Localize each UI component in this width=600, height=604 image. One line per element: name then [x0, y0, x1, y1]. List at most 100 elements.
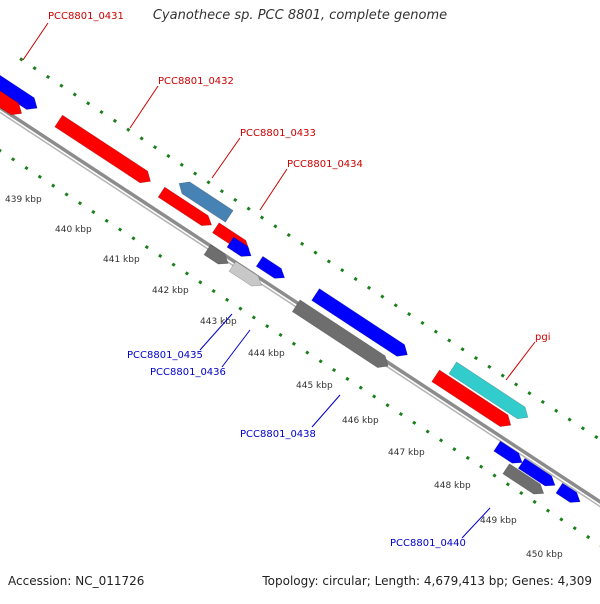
- gene-label: PCC8801_0440: [390, 538, 466, 549]
- inner-gc-track-dot: [118, 227, 123, 232]
- outer-gc-track-dot: [86, 101, 91, 106]
- scale-label: 447 kbp: [388, 448, 425, 458]
- scale-label: 449 kbp: [480, 516, 517, 526]
- gene-label: PCC8801_0435: [127, 350, 203, 361]
- gene-label: PCC8801_0432: [158, 76, 234, 87]
- gene-arrow: [517, 457, 556, 487]
- outer-gc-track-dot: [340, 268, 345, 273]
- inner-gc-track-dot: [545, 508, 551, 513]
- gene-arrow: [311, 288, 408, 357]
- outer-gc-track-dot: [594, 435, 599, 440]
- gene-arrow: [54, 114, 151, 184]
- inner-gc-track-dot: [412, 420, 417, 425]
- gene-arrow: [502, 463, 545, 495]
- inner-gc-track-dot: [238, 306, 243, 311]
- inner-gc-track-dot: [398, 411, 403, 417]
- outer-gc-track-dot: [300, 241, 305, 246]
- outer-gc-track-dot: [527, 391, 532, 396]
- inner-gc-track-dot: [0, 148, 2, 153]
- outer-gc-track-dot: [273, 224, 278, 229]
- inner-gc-track-dot: [479, 464, 484, 469]
- scale-label: 448 kbp: [434, 481, 471, 491]
- inner-gc-track-dot: [532, 499, 537, 504]
- outer-gc-track-dot: [393, 303, 398, 308]
- inner-gc-track-dot: [586, 534, 591, 540]
- inner-gc-track-dot: [51, 183, 56, 188]
- scale-label: 443 kbp: [200, 317, 237, 327]
- inner-gc-track-dot: [492, 473, 497, 478]
- accession-label: Accession: NC_011726: [8, 574, 145, 588]
- scale-label: 442 kbp: [152, 286, 189, 296]
- scale-label: 444 kbp: [248, 349, 285, 359]
- inner-gc-track-dot: [465, 455, 470, 461]
- gene-label-leader: [505, 341, 536, 381]
- inner-gc-track-dot: [559, 517, 564, 522]
- outer-gc-track-dot: [166, 153, 171, 159]
- inner-gc-track-dot: [104, 218, 109, 223]
- inner-gc-track-dot: [358, 385, 363, 390]
- gene-label-leader: [311, 394, 341, 428]
- outer-gc-track-dot: [286, 232, 291, 238]
- gene-label: pgi: [535, 332, 550, 343]
- inner-gc-track-dot: [37, 174, 42, 179]
- inner-gc-track-dot: [452, 447, 457, 452]
- outer-gc-track-dot: [152, 145, 158, 150]
- scale-label: 441 kbp: [103, 255, 140, 265]
- inner-gc-track-dot: [291, 341, 297, 346]
- inner-gc-track-dot: [372, 394, 377, 399]
- gene-label: PCC8801_0434: [287, 159, 363, 170]
- outer-gc-track-dot: [45, 74, 51, 80]
- outer-gc-track-dot: [433, 329, 438, 334]
- inner-gc-track-dot: [331, 368, 337, 373]
- inner-gc-track-dot: [345, 376, 350, 381]
- gene-arrow: [203, 244, 229, 265]
- inner-gc-track-dot: [64, 192, 69, 197]
- outer-gc-track-dot: [567, 417, 572, 422]
- gene-arrow: [157, 186, 212, 226]
- inner-gc-track-dot: [158, 253, 163, 258]
- inner-gc-track-dot: [305, 350, 310, 355]
- scale-label: 450 kbp: [526, 550, 563, 560]
- gene-label: PCC8801_0431: [48, 11, 124, 22]
- inner-gc-track-dot: [438, 438, 444, 443]
- gene-arrow: [291, 299, 389, 368]
- gene-arrow: [493, 440, 523, 464]
- inner-gc-track-dot: [505, 482, 510, 487]
- gene-label: PCC8801_0433: [240, 128, 316, 139]
- outer-gc-track-dot: [233, 197, 238, 203]
- gene-arrow: [0, 90, 23, 116]
- outer-gc-track-dot: [246, 206, 251, 211]
- outer-gc-track-dot: [59, 83, 64, 88]
- outer-gc-track-dot: [313, 250, 318, 255]
- outer-gc-track-dot: [447, 338, 452, 343]
- inner-gc-track-dot: [265, 324, 270, 329]
- inner-gc-track-dot: [425, 429, 430, 434]
- outer-gc-track-dot: [487, 364, 492, 369]
- inner-gc-track-dot: [211, 288, 216, 294]
- inner-gc-track-dot: [318, 359, 323, 364]
- gene-label-leader: [22, 22, 49, 61]
- gene-arrow: [0, 74, 38, 110]
- inner-gc-track-dot: [11, 157, 16, 162]
- scale-label: 439 kbp: [5, 195, 42, 205]
- inner-gc-track-dot: [224, 297, 230, 302]
- outer-gc-track-dot: [353, 276, 358, 282]
- inner-gc-track-dot: [198, 280, 203, 285]
- gene-arrow: [226, 236, 252, 257]
- inner-gc-track-dot: [572, 526, 577, 531]
- outer-gc-track-dot: [407, 312, 412, 317]
- inner-gc-track-dot: [77, 201, 83, 206]
- gene-arrow: [448, 361, 529, 420]
- outer-gc-track-dot: [259, 215, 265, 220]
- scale-label: 440 kbp: [55, 225, 92, 235]
- gene-arrow: [555, 482, 581, 503]
- gene-label-leader: [199, 313, 233, 351]
- scale-label: 445 kbp: [296, 381, 333, 391]
- gene-arrow: [255, 255, 286, 279]
- gene-arrow: [228, 260, 263, 287]
- gene-label: PCC8801_0436: [150, 367, 226, 378]
- gene-arrow: [178, 181, 234, 223]
- outer-gc-track-dot: [514, 382, 519, 387]
- outer-gc-track-dot: [32, 66, 37, 71]
